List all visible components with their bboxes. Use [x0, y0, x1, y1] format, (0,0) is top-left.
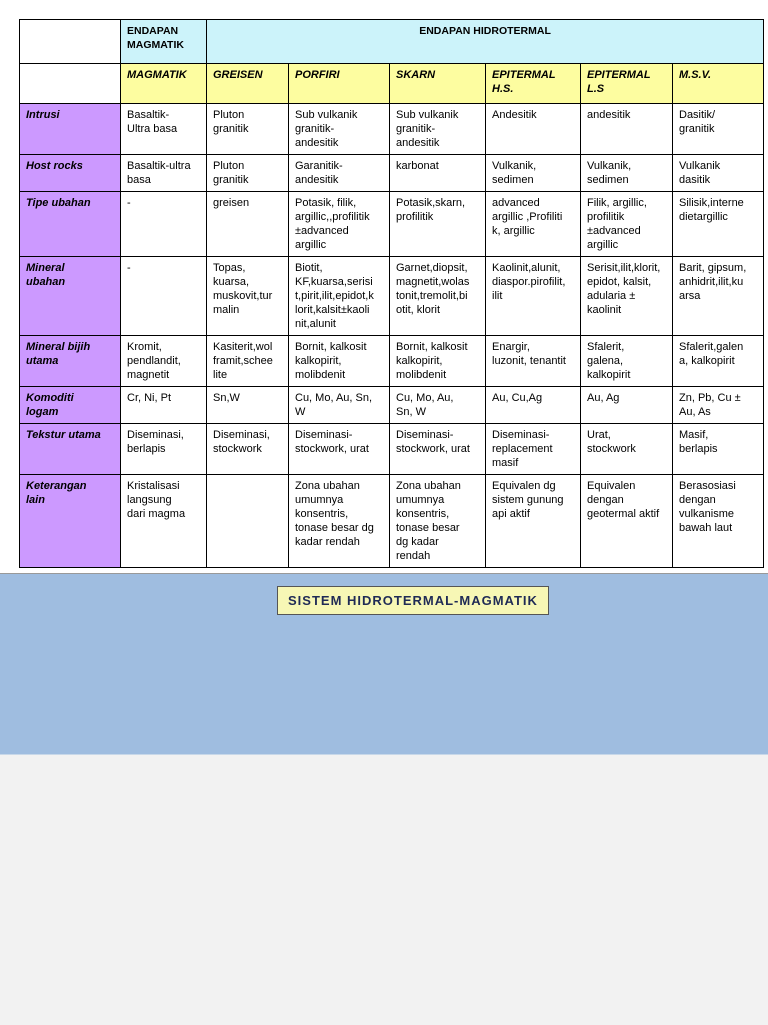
row-header: Tipe ubahan: [19, 191, 121, 257]
table-cell: Sn,W: [206, 386, 289, 424]
row-header: Komoditi logam: [19, 386, 121, 424]
table-cell: Kasiterit,wol framit,schee lite: [206, 335, 289, 387]
column-header-blank: [19, 63, 121, 104]
table-cell: Au, Cu,Ag: [485, 386, 581, 424]
table-cell: greisen: [206, 191, 289, 257]
table-cell: Garnet,diopsit, magnetit,wolas tonit,tre…: [389, 256, 486, 336]
table-cell: Kristalisasi langsung dari magma: [120, 474, 207, 568]
table-cell: karbonat: [389, 154, 486, 192]
table-cell: Cr, Ni, Pt: [120, 386, 207, 424]
table-cell: Kromit, pendlandit, magnetit: [120, 335, 207, 387]
table-cell: Sub vulkanik granitik- andesitik: [389, 103, 486, 155]
table-cell: Topas, kuarsa, muskovit,tur malin: [206, 256, 289, 336]
column-header: EPITERMAL H.S.: [485, 63, 581, 104]
table-cell: Diseminasi- stockwork, urat: [389, 423, 486, 475]
row-header: Intrusi: [19, 103, 121, 155]
column-header: M.S.V.: [671, 63, 765, 104]
group-header-row: ENDAPAN MAGMATIK ENDAPAN HIDROTERMAL: [19, 19, 765, 64]
table-cell: Zn, Pb, Cu ± Au, As: [671, 386, 765, 424]
table-cell: Diseminasi, berlapis: [120, 423, 207, 475]
table-cell: [206, 474, 289, 568]
column-header: EPITERMAL L.S: [580, 63, 673, 104]
row-header: Host rocks: [19, 154, 121, 192]
table-cell: Serisit,ilit,klorit, epidot, kalsit, adu…: [580, 256, 673, 336]
column-header: MAGMATIK: [120, 63, 207, 104]
table-cell: Equivalen dengan geotermal aktif: [580, 474, 673, 568]
table-cell: advanced argillic ,Profiliti k, argillic: [485, 191, 581, 257]
table-cell: Dasitik/ granitik: [671, 103, 765, 155]
row-header: Mineral bijih utama: [19, 335, 121, 387]
diagram-title: SISTEM HIDROTERMAL-MAGMATIK: [277, 586, 549, 615]
table-cell: Basaltik-ultra basa: [120, 154, 207, 192]
column-header: PORFIRI: [288, 63, 390, 104]
table-cell: Pluton granitik: [206, 154, 289, 192]
table-cell: Sfalerit,galen a, kalkopirit: [671, 335, 765, 387]
table-cell: Bornit, kalkosit kalkopirit, molibdenit: [288, 335, 390, 387]
table-cell: Filik, argillic, profilitik ±advanced ar…: [580, 191, 673, 257]
table-cell: Cu, Mo, Au, Sn, W: [389, 386, 486, 424]
table-cell: Basaltik- Ultra basa: [120, 103, 207, 155]
table-cell: Zona ubahan umumnya konsentris, tonase b…: [288, 474, 390, 568]
table-cell: Equivalen dg sistem gunung api aktif: [485, 474, 581, 568]
table-cell: -: [120, 191, 207, 257]
table-cell: Urat, stockwork: [580, 423, 673, 475]
table-cell: Kaolinit,alunit, diaspor.pirofilit, ilit: [485, 256, 581, 336]
table-cell: Biotit, KF,kuarsa,serisi t,pirit,ilit,ep…: [288, 256, 390, 336]
corner-cell: [19, 19, 121, 64]
table-cell: Vulkanik dasitik: [671, 154, 765, 192]
column-header: SKARN: [389, 63, 486, 104]
table-cell: Vulkanik, sedimen: [485, 154, 581, 192]
table-cell: -: [120, 256, 207, 336]
table-cell: Andesitik: [485, 103, 581, 155]
table-row: Mineral ubahan-Topas, kuarsa, muskovit,t…: [19, 256, 765, 336]
row-header: Tekstur utama: [19, 423, 121, 475]
table-cell: Barit, gipsum, anhidrit,ilit,ku arsa: [671, 256, 765, 336]
row-header: Mineral ubahan: [19, 256, 121, 336]
row-header: Keterangan lain: [19, 474, 121, 568]
table-cell: Potasik,skarn, profilitik: [389, 191, 486, 257]
group-header-magmatic: ENDAPAN MAGMATIK: [120, 19, 207, 64]
table-cell: Pluton granitik: [206, 103, 289, 155]
table-cell: Diseminasi- replacement masif: [485, 423, 581, 475]
table-cell: Vulkanik, sedimen: [580, 154, 673, 192]
table-cell: Diseminasi- stockwork, urat: [288, 423, 390, 475]
table-cell: Cu, Mo, Au, Sn, W: [288, 386, 390, 424]
column-header-row: MAGMATIK GREISEN PORFIRI SKARN EPITERMAL…: [19, 63, 765, 104]
table-cell: Bornit, kalkosit kalkopirit, molibdenit: [389, 335, 486, 387]
table-cell: andesitik: [580, 103, 673, 155]
table-cell: Diseminasi, stockwork: [206, 423, 289, 475]
table-cell: Sub vulkanik granitik- andesitik: [288, 103, 390, 155]
table-cell: Silisik,interne dietargillic: [671, 191, 765, 257]
table-cell: Masif, berlapis: [671, 423, 765, 475]
table-body: ENDAPAN MAGMATIK ENDAPAN HIDROTERMAL MAG…: [19, 19, 765, 568]
hydrothermal-magmatic-diagram: SISTEM HIDROTERMAL-MAGMATIK: [0, 573, 768, 1025]
column-header: GREISEN: [206, 63, 289, 104]
group-header-hydrothermal: ENDAPAN HIDROTERMAL: [205, 19, 765, 64]
deposit-comparison-table: ENDAPAN MAGMATIK ENDAPAN HIDROTERMAL MAG…: [19, 19, 765, 568]
table-cell: Sfalerit, galena, kalkopirit: [580, 335, 673, 387]
table-cell: Enargir, luzonit, tenantit: [485, 335, 581, 387]
table-cell: Garanitik- andesitik: [288, 154, 390, 192]
table-cell: Zona ubahan umumnya konsentris, tonase b…: [389, 474, 486, 568]
table-cell: Potasik, filik, argillic,,profilitik ±ad…: [288, 191, 390, 257]
table-cell: Berasosiasi dengan vulkanisme bawah laut: [671, 474, 765, 568]
table-cell: Au, Ag: [580, 386, 673, 424]
